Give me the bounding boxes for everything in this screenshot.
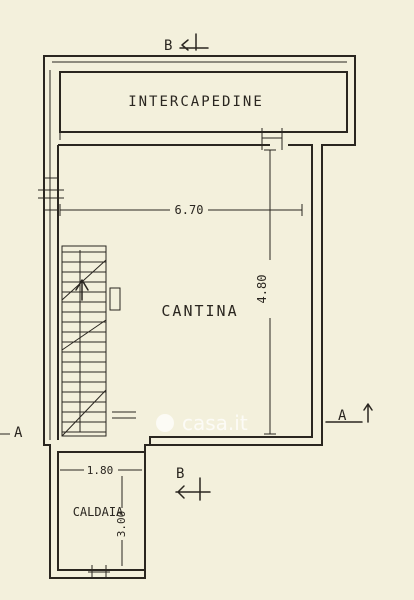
section-label-left: A bbox=[14, 425, 23, 441]
dimension-width-caldaia: 1.80 bbox=[87, 464, 114, 477]
section-marker-right: A bbox=[325, 403, 373, 424]
watermark-text: casa.it bbox=[182, 411, 248, 435]
internal-door bbox=[112, 411, 136, 419]
cantina-walls bbox=[57, 128, 313, 445]
section-label-top: B bbox=[164, 38, 172, 54]
left-window bbox=[38, 177, 64, 211]
room-label-cantina: CANTINA bbox=[161, 302, 238, 320]
dimension-depth-caldaia: 3.00 bbox=[115, 511, 128, 538]
dimension-depth-cantina: 4.80 bbox=[255, 275, 269, 304]
section-label-right: A bbox=[338, 408, 347, 424]
dimension-width-cantina: 6.70 bbox=[175, 203, 204, 217]
section-label-bottom: B bbox=[176, 466, 184, 482]
room-label-intercapedine: INTERCAPEDINE bbox=[128, 94, 264, 110]
staircase bbox=[61, 245, 121, 437]
section-marker-left: A bbox=[0, 425, 23, 441]
room-label-caldaia: CALDAIA bbox=[73, 505, 124, 519]
watermark: casa.it bbox=[156, 411, 248, 435]
outer-walls bbox=[43, 55, 356, 579]
section-marker-top: B bbox=[164, 33, 209, 54]
section-marker-bottom: B bbox=[175, 466, 211, 501]
dimension-width-cantina-line bbox=[59, 204, 303, 216]
dimension-depth-cantina-line bbox=[264, 149, 276, 435]
intercapedine-room bbox=[59, 71, 348, 140]
caldaia-room bbox=[57, 451, 146, 578]
